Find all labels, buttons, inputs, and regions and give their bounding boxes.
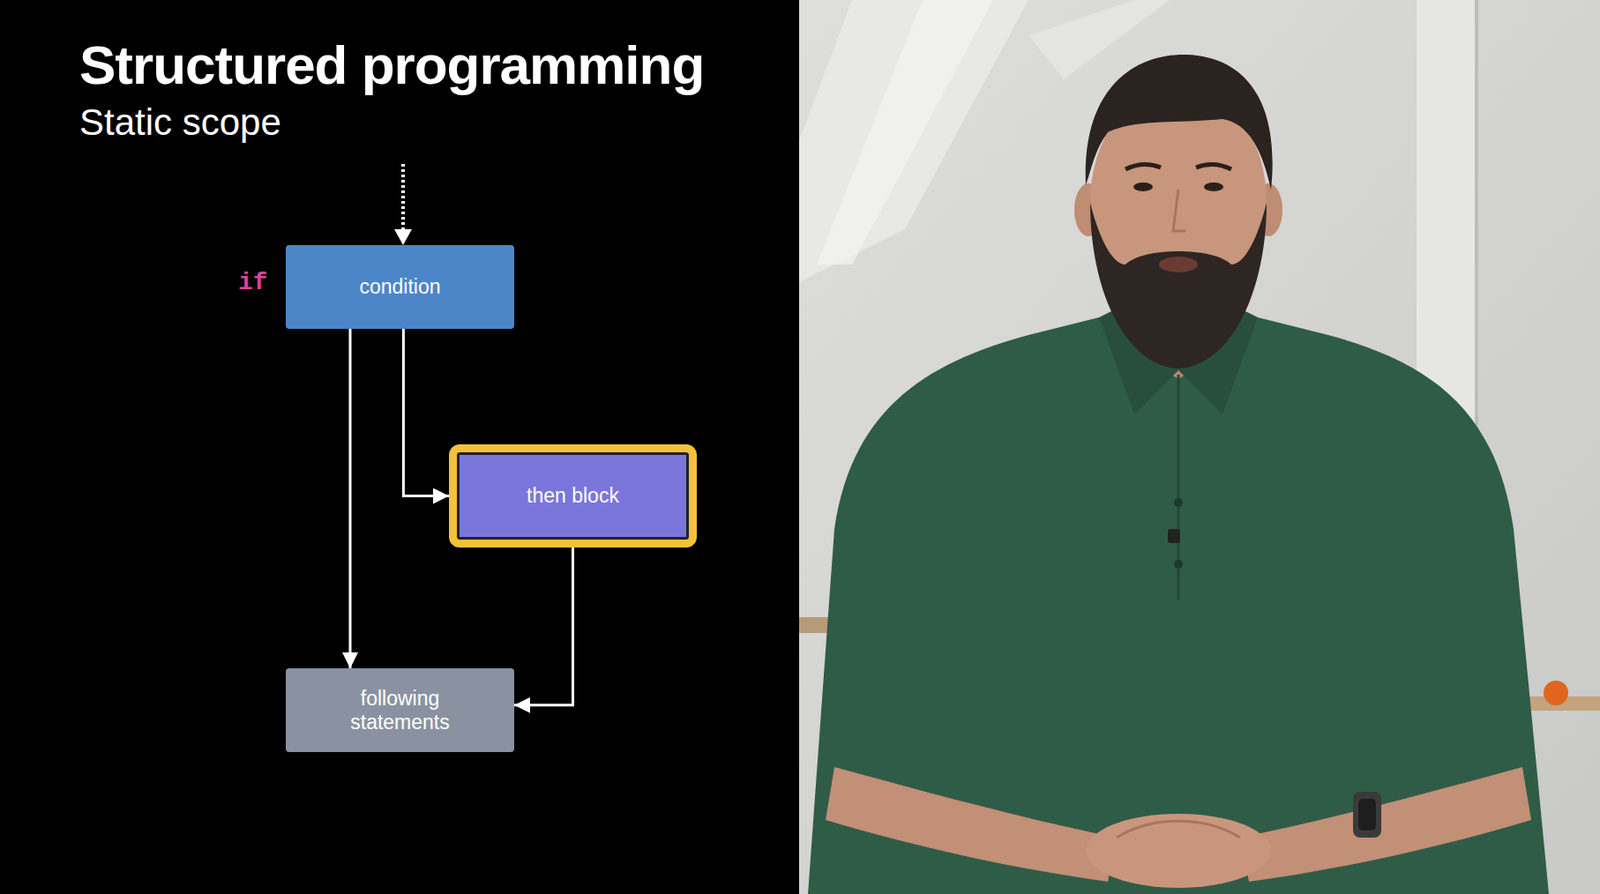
entry-arrow — [401, 164, 405, 232]
box-label: following statements — [338, 687, 463, 734]
flow-arrow — [349, 328, 352, 669]
flow-arrow — [514, 547, 574, 706]
box-label: then block — [526, 484, 620, 508]
slide-subtitle: Static scope — [79, 102, 282, 143]
flow-arrow — [403, 328, 449, 497]
condition-box: condition — [285, 245, 515, 329]
slide-title: Structured programming — [79, 35, 704, 96]
statement-box: following statements — [285, 668, 515, 753]
keyword-label: if — [238, 269, 269, 297]
then-block: then block — [448, 444, 697, 548]
entry-arrowhead — [394, 229, 412, 246]
presenter-photo — [799, 0, 1600, 894]
box-label: condition — [358, 275, 441, 299]
